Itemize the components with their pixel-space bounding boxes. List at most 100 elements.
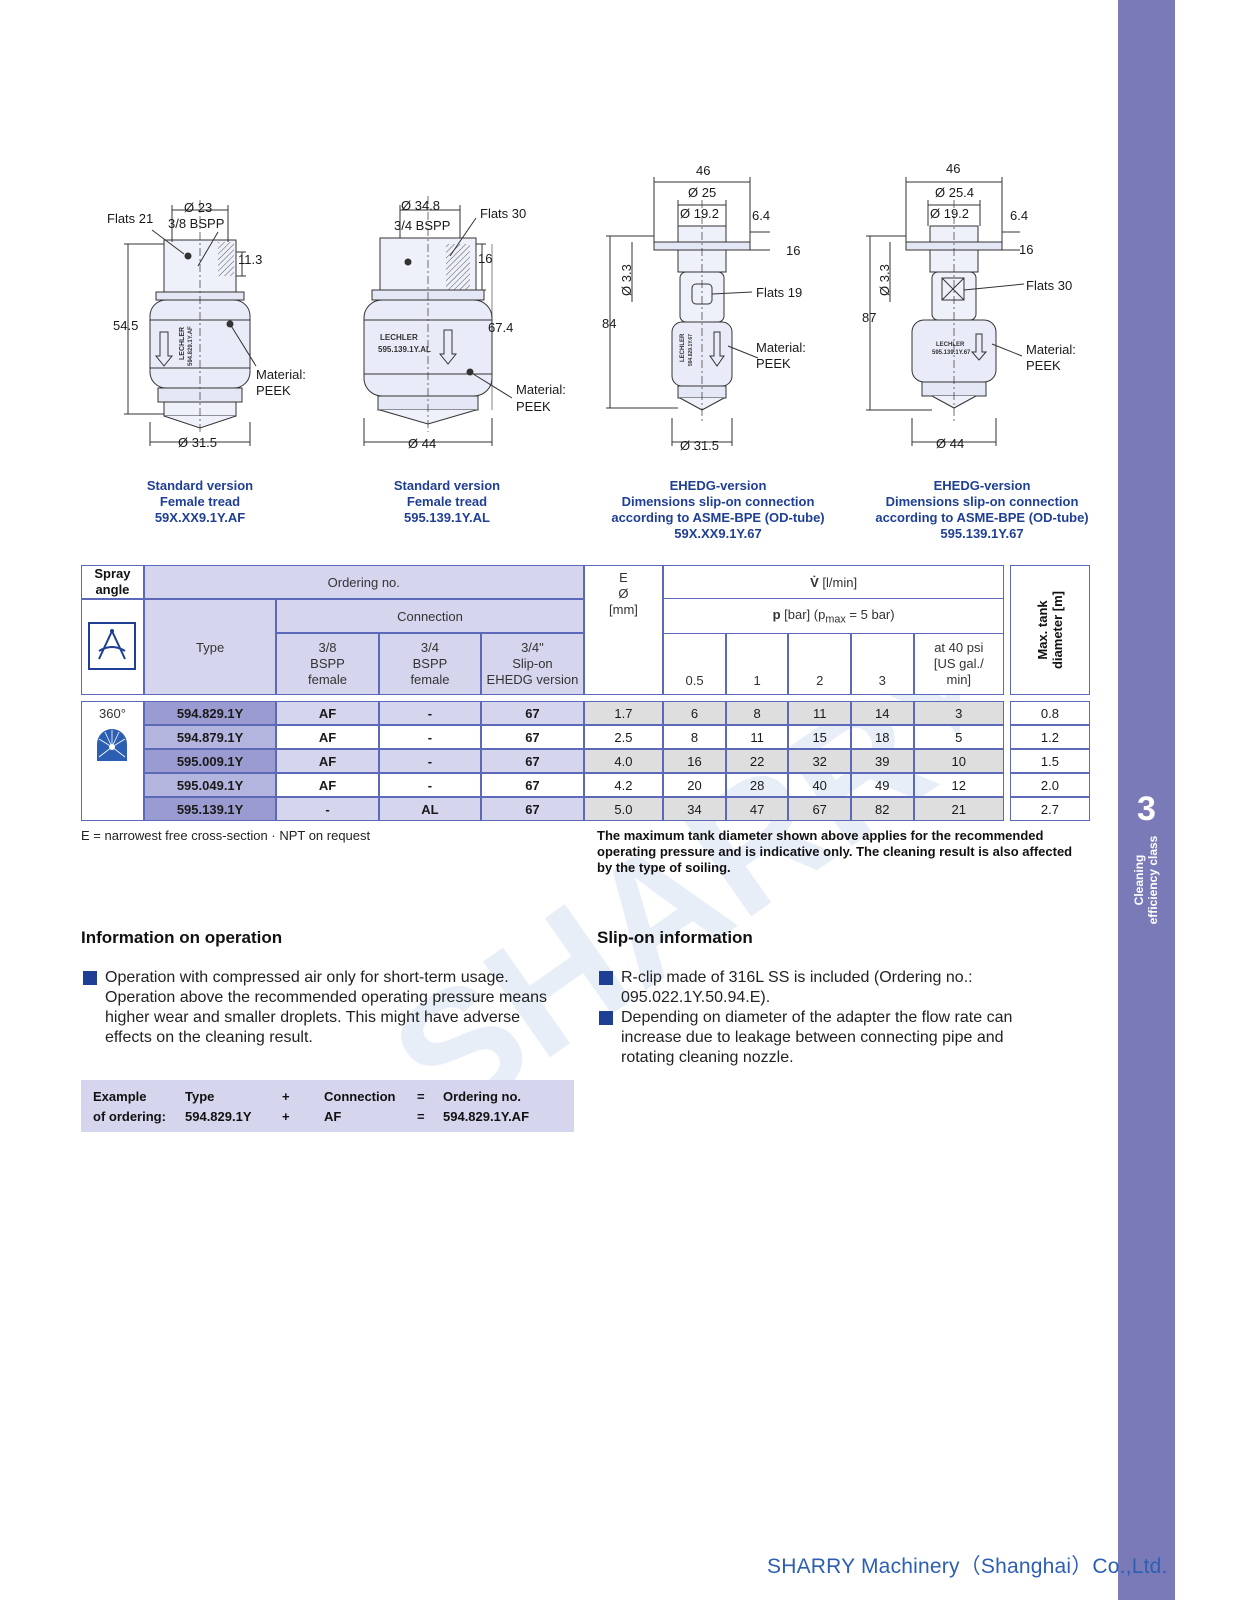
chapter-label: Cleaning efficiency class	[1132, 810, 1160, 950]
connection-header: Connection	[276, 599, 584, 633]
caption-2-line1: Standard version	[393, 478, 501, 493]
d2-mat-1: Material:	[516, 382, 566, 397]
d1-side: 11.3	[238, 252, 262, 267]
caption-3-line2: Dimensions slip-on connection	[621, 494, 815, 509]
row1-p05: 6	[663, 701, 726, 725]
caption-4-line1: EHEDG-version	[933, 478, 1031, 493]
row1-slip: 67	[481, 701, 584, 725]
flow-unit: [l/min]	[822, 574, 858, 590]
footnote-narrowest: E = narrowest free cross-section · NPT o…	[81, 828, 371, 843]
slipon-list: R-clip made of 316L SS is included (Orde…	[599, 968, 1059, 1068]
d3-body-brand: LECHLER	[680, 333, 686, 362]
type-header: Type	[143, 599, 277, 695]
drawing-3	[606, 177, 770, 446]
d1-mat-1: Material:	[256, 367, 306, 382]
spray-angle-icon-cell	[81, 599, 144, 695]
row5-psi: 21	[913, 797, 1004, 821]
d3-flats: Flats 19	[756, 285, 802, 300]
caption-4-line2: Dimensions slip-on connection	[885, 494, 1079, 509]
example-type-v: 594.829.1Y	[185, 1109, 252, 1124]
row1-e: 1.7	[583, 701, 664, 725]
row3-tank: 1.5	[1009, 749, 1090, 773]
spray-angle-value: 360°	[99, 706, 126, 721]
example-ord-h: Ordering no.	[443, 1089, 521, 1104]
row5-type: 595.139.1Y	[143, 797, 277, 821]
d3-overall: 46	[696, 163, 710, 178]
e-header-l1: E	[619, 570, 628, 585]
row2-c34: -	[378, 725, 482, 749]
row1-type: 594.829.1Y	[143, 701, 277, 725]
caption-4-line3: according to ASME-BPE (OD-tube)	[875, 510, 1089, 525]
spec-table: Spray angle Ordering no. E Ø [mm] V̇ [l/…	[81, 565, 1090, 821]
row1-tank: 0.8	[1009, 701, 1090, 725]
caption-1: Standard version Female tread 59X.XX9.1Y…	[120, 478, 280, 526]
d4-body-code: 595.139.1Y.67	[932, 350, 971, 356]
row1-psi: 3	[913, 701, 1004, 725]
caption-3-line3: according to ASME-BPE (OD-tube)	[611, 510, 825, 525]
example-label-1: Example	[93, 1089, 147, 1104]
row4-p05: 20	[663, 773, 726, 797]
d3-bottom: Ø 31.5	[680, 438, 719, 453]
row4-c34: -	[378, 773, 482, 797]
row3-p05: 16	[663, 749, 726, 773]
drawing-2	[363, 196, 513, 446]
row2-tank: 1.2	[1009, 725, 1090, 749]
row3-e: 4.0	[583, 749, 664, 773]
pressure-max: max	[825, 613, 846, 626]
example-conn-v: AF	[324, 1109, 342, 1124]
flow-symbol: V̇	[810, 574, 819, 590]
drawing-4	[866, 177, 1025, 446]
d4-t: 6.4	[1010, 208, 1028, 223]
d1-bottom: Ø 31.5	[178, 435, 217, 450]
chapter-label-line2: efficiency class	[1146, 835, 1160, 925]
e-header-l2: Ø	[618, 586, 629, 601]
row2-slip: 67	[481, 725, 584, 749]
d2-top: Ø 34.8	[401, 198, 440, 213]
row5-p2: 67	[788, 797, 851, 821]
operation-item: Operation with compressed air only for s…	[83, 968, 553, 1048]
caption-3: EHEDG-version Dimensions slip-on connect…	[588, 478, 848, 542]
d3-height: 84	[602, 316, 616, 331]
row2-p2: 15	[788, 725, 851, 749]
footnote-tank-diameter: The maximum tank diameter shown above ap…	[597, 828, 1073, 875]
p3-header: 3	[850, 633, 914, 695]
row2-psi: 5	[913, 725, 1004, 749]
caption-4-line4: 595.139.1Y.67	[940, 526, 1024, 541]
d3-flange: Ø 25	[688, 185, 716, 200]
row2-p3: 18	[850, 725, 914, 749]
example-eq-1: =	[417, 1089, 425, 1104]
d3-bore: Ø 19.2	[680, 206, 719, 221]
row1-p2: 11	[788, 701, 851, 725]
pressure-tail: = 5 bar)	[845, 606, 895, 622]
row2-c38: AF	[276, 725, 379, 749]
drawing-1	[124, 200, 257, 446]
row1-c34: -	[378, 701, 482, 725]
operation-title: Information on operation	[81, 928, 283, 947]
row1-c38: AF	[276, 701, 379, 725]
example-ord-v: 594.829.1Y.AF	[443, 1109, 530, 1124]
row4-p1: 28	[725, 773, 789, 797]
caption-3-line1: EHEDG-version	[669, 478, 767, 493]
max-tank-header: Max. tank diameter [m]	[1009, 565, 1090, 695]
d2-side: 16	[478, 251, 492, 266]
d1-body-code: 594.829.1Y.AF	[188, 326, 194, 366]
d4-flange: Ø 25.4	[935, 185, 974, 200]
d2-body-code: 595.139.1Y.AL	[378, 345, 431, 354]
bullet-square-icon	[599, 971, 613, 985]
example-plus-2: +	[282, 1109, 290, 1124]
bullet-square-icon	[83, 971, 97, 985]
caption-1-line2: Female tread	[159, 494, 241, 509]
e-header-l3: [mm]	[609, 602, 638, 617]
d4-mat-2: PEEK	[1026, 358, 1061, 373]
p1-header: 1	[725, 633, 789, 695]
row5-p1: 47	[725, 797, 789, 821]
row1-p1: 8	[725, 701, 789, 725]
d2-height: 67.4	[488, 320, 513, 335]
d3-body-code: 594.829.1Y.67	[688, 334, 694, 366]
psi-header: at 40 psi[US gal./min]	[913, 633, 1004, 695]
chapter-label-line1: Cleaning	[1132, 854, 1146, 906]
row5-slip: 67	[481, 797, 584, 821]
example-type-h: Type	[185, 1089, 215, 1104]
